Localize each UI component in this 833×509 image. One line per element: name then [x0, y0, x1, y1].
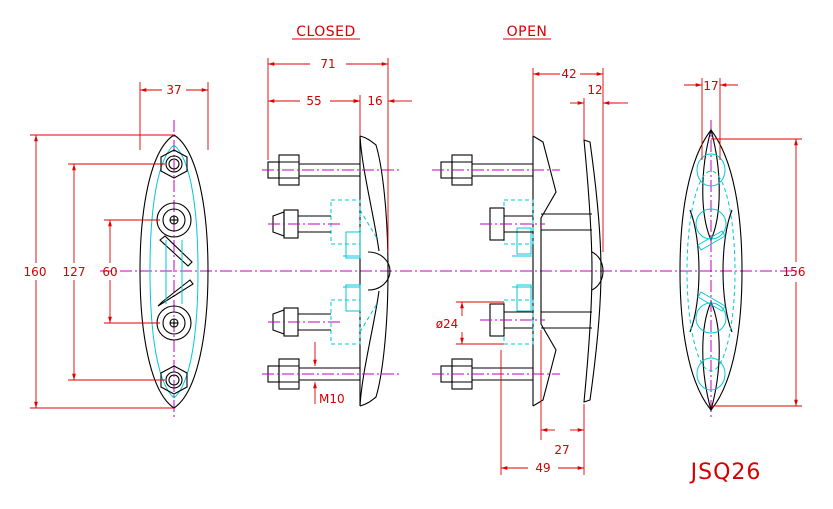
closed-lower-inner-bolt: [268, 307, 340, 337]
dim-closed-total: 71: [320, 57, 335, 71]
closed-bottom-bolt: [262, 358, 400, 390]
closed-view-title: CLOSED: [296, 24, 356, 40]
open-dome: [591, 251, 604, 291]
open-base-plate: [532, 135, 557, 407]
open-view-title: OPEN: [507, 24, 548, 40]
dim-closed-base: 55: [306, 94, 321, 108]
front-view: 37 160 127 60: [24, 82, 209, 420]
closed-view: CLOSED: [262, 24, 412, 407]
dim-rear-width: 17: [703, 79, 718, 93]
closed-top-bolt: [262, 154, 400, 186]
front-top-nut: [160, 149, 188, 179]
open-cleat-arm: [583, 139, 602, 403]
dim-open-lower-27: 27: [554, 443, 569, 457]
dim-closed-thread: M10: [319, 392, 345, 406]
dim-open-gap: 12: [587, 83, 602, 97]
closed-dome: [367, 251, 391, 291]
model-code: JSQ26: [689, 460, 762, 485]
open-top-bolt: [432, 154, 560, 186]
closed-base-plate: [359, 135, 389, 407]
open-lower-inner-bolt: [480, 303, 545, 337]
dim-front-overall: 160: [24, 265, 47, 279]
dim-front-width: 37: [166, 83, 181, 97]
dim-front-inner-holes: 60: [102, 265, 117, 279]
dim-closed-lip: 16: [367, 94, 382, 108]
closed-upper-inner-bolt: [268, 209, 340, 239]
open-upper-inner-bolt: [480, 207, 545, 241]
front-bottom-nut: [160, 365, 188, 395]
dim-open-reach: 42: [561, 67, 576, 81]
open-view: OPEN: [432, 24, 628, 475]
front-upper-bolt-head: [156, 202, 192, 238]
rear-view: 17 156: [679, 78, 806, 420]
open-bottom-bolt: [432, 358, 560, 390]
dim-rear-length: 156: [783, 265, 806, 279]
dim-open-boss: ø24: [436, 317, 459, 331]
dim-front-outer-holes: 127: [63, 265, 86, 279]
dim-open-lower-49: 49: [535, 461, 550, 475]
